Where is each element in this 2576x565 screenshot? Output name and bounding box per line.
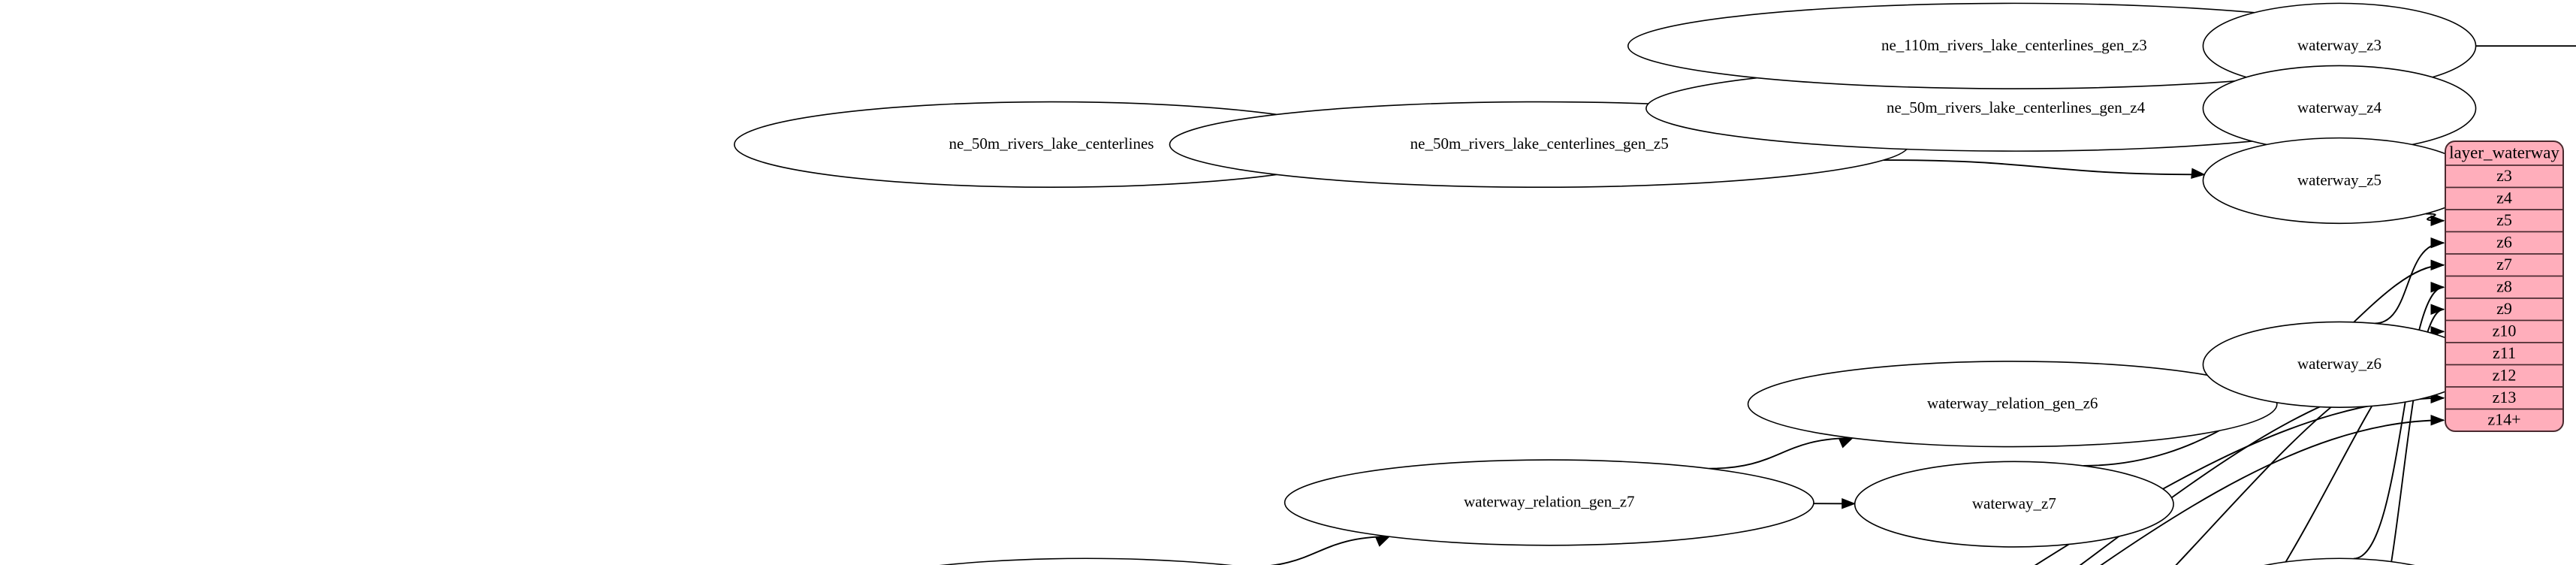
arrowhead-waterway_relation_gen_z7-to-waterway_relation_gen_z6 [1838, 437, 1854, 449]
layer-table-row-label-z10: z10 [2493, 321, 2517, 340]
arrowhead-waterway_relation_gen_z8-to-waterway_relation_gen_z7 [1374, 536, 1391, 547]
node-waterway_z4[interactable]: waterway_z4 [2202, 65, 2477, 152]
layer-table-row-z6[interactable] [2445, 231, 2563, 255]
layer-table-row-label-z6: z6 [2496, 232, 2512, 251]
arrowhead-waterway_z9-to-layer_waterway-z9 [2430, 304, 2445, 315]
layer-table-row-z14plus[interactable] [2445, 408, 2563, 432]
node-shape-waterway_relation_gen_z8 [939, 557, 1233, 565]
node-ne_50m_rivers_lake_centerlines[interactable]: ne_50m_rivers_lake_centerlines [734, 101, 1369, 189]
node-waterway_z6[interactable]: waterway_z6 [2202, 321, 2477, 408]
arrowhead-waterway_z6-to-layer_waterway-z6 [2430, 237, 2445, 249]
node-label-ne_50m_rivers_lake_centerlines_gen_z4: ne_50m_rivers_lake_centerlines_gen_z4 [1887, 98, 2146, 116]
node-shape-waterway_relation_gen_z7 [1283, 459, 1814, 546]
nodes-layer: imposm3osm_waterway_relationosm_waterway… [734, 2, 2477, 565]
layer-table-row-label-z8: z8 [2496, 276, 2512, 295]
layer-table-row-label-z12: z12 [2493, 365, 2517, 384]
arrowhead-ne_50m_rivers_lake_centerlines_gen_z5-to-waterway_z5 [2191, 168, 2206, 179]
arrowhead-waterway_z8-to-layer_waterway-z8 [2430, 282, 2445, 293]
arrowhead-waterway_z14-to-layer_waterway-z14- [2430, 415, 2445, 426]
node-label-waterway_relation_gen_z6: waterway_relation_gen_z6 [1927, 394, 2098, 412]
layer-table-row-z9[interactable] [2445, 298, 2563, 322]
node-label-waterway_z6: waterway_z6 [2297, 355, 2381, 373]
node-shape-waterway_relation_gen_z6 [1747, 361, 2278, 448]
node-waterway_z8[interactable]: waterway_z8 [2203, 557, 2475, 565]
layer-table-row-label-z9: z9 [2496, 299, 2512, 318]
node-label-ne_50m_rivers_lake_centerlines: ne_50m_rivers_lake_centerlines [949, 134, 1154, 153]
node-waterway_relation_gen_z8[interactable]: waterway_relation_gen_z8 [822, 557, 1350, 565]
layer-table-row-z7[interactable] [2445, 253, 2563, 277]
edge-waterway_z12-to-layer_waterway-z12 [2079, 375, 2445, 565]
node-label-waterway_z3: waterway_z3 [2297, 36, 2381, 54]
layer-table-row-label-z7: z7 [2496, 255, 2512, 273]
node-label-ne_50m_rivers_lake_centerlines_gen_z5: ne_50m_rivers_lake_centerlines_gen_z5 [1410, 134, 1669, 153]
node-shape-waterway_z7 [1854, 461, 2174, 548]
node-waterway_relation_gen_z7[interactable]: waterway_relation_gen_z7 [1283, 459, 1814, 546]
node-label-waterway_relation_gen_z7: waterway_relation_gen_z7 [1464, 493, 1634, 511]
layer-table-outline [2445, 140, 2564, 432]
edge-waterway_z9-to-layer_waterway-z9 [2390, 308, 2445, 565]
node-waterway_relation_gen_z6[interactable]: waterway_relation_gen_z6 [1747, 361, 2278, 448]
node-waterway_z7[interactable]: waterway_z7 [1854, 461, 2174, 548]
edge-waterway_z13-to-layer_waterway-z13 [2034, 397, 2445, 565]
layer-waterway-table: layer_waterway z3 z4 z5 z6 z7 z8 z9 z10 z11 z12 z13… [2445, 140, 2564, 432]
node-ne_110m_rivers_lake_centerlines_gen_z3[interactable]: ne_110m_rivers_lake_centerlines_gen_z3 [1627, 2, 2401, 89]
layer-table-row-z10[interactable] [2445, 319, 2563, 343]
layer-table-row-label-z11: z11 [2493, 343, 2516, 362]
node-label-waterway_z7: waterway_z7 [1972, 494, 2056, 512]
node-label-waterway_z5: waterway_z5 [2297, 171, 2381, 189]
layer-table-row-label-z14plus: z14+ [2487, 409, 2520, 428]
layer-table-row-z3[interactable] [2445, 165, 2563, 189]
node-waterway_z3[interactable]: waterway_z3 [2202, 2, 2477, 89]
layer-table-row-label-z5: z5 [2496, 210, 2512, 229]
node-label-waterway_z4: waterway_z4 [2297, 98, 2381, 116]
layer-table-row-z4[interactable] [2445, 186, 2563, 210]
edge-waterway_relation_gen_z7-to-waterway_relation_gen_z6 [1709, 437, 1853, 470]
node-ne_50m_rivers_lake_centerlines_gen_z4[interactable]: ne_50m_rivers_lake_centerlines_gen_z4 [1645, 65, 2387, 152]
edge-waterway_z14-to-layer_waterway-z14- [2100, 419, 2445, 565]
node-shape-waterway_z8 [2264, 557, 2415, 565]
node-waterway_z5[interactable]: waterway_z5 [2202, 137, 2477, 225]
arrowhead-waterway_z5-to-layer_waterway-z5 [2430, 215, 2445, 226]
layer-table-row-label-z3: z3 [2496, 166, 2512, 185]
layer-table-header-label: layer_waterway [2449, 143, 2559, 162]
arrowhead-waterway_z7-to-layer_waterway-z7 [2430, 259, 2445, 270]
arrowhead-waterway_relation_gen_z7-to-waterway_z7 [1842, 498, 1857, 509]
layer-table-row-label-z13: z13 [2493, 388, 2517, 406]
layer-table-body: layer_waterway z3 z4 z5 z6 z7 z8 z9 z10 z11 z12 z13… [2445, 141, 2563, 431]
edge-ne_50m_rivers_lake_centerlines_gen_z5-to-waterway_z5 [1884, 159, 2205, 176]
edge-waterway_relation_gen_z8-to-waterway_relation_gen_z7 [1270, 536, 1389, 565]
node-label-ne_110m_rivers_lake_centerlines_gen_z3: ne_110m_rivers_lake_centerlines_gen_z3 [1881, 36, 2147, 54]
layer-table-row-label-z4: z4 [2496, 188, 2512, 207]
layer-table-row-z11[interactable] [2445, 342, 2563, 366]
